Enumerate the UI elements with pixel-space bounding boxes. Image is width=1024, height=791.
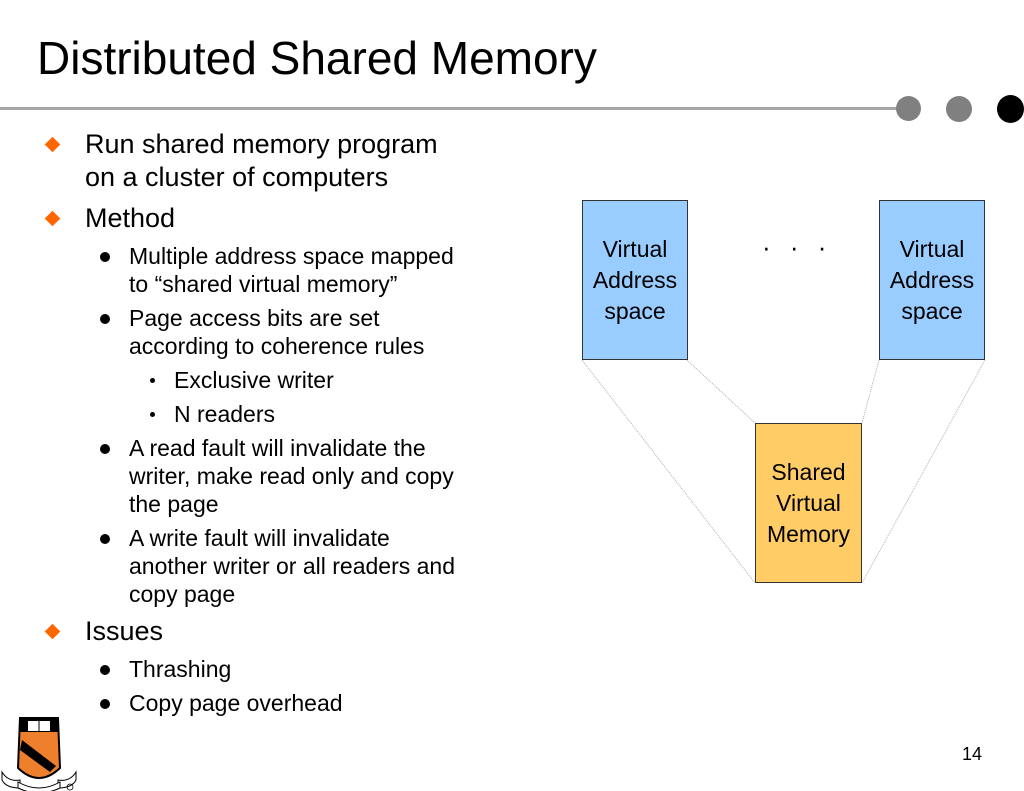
bullet-level1: Issues [44,615,163,648]
bullet-level2: Multiple address space mapped to “shared… [100,242,509,298]
bullet-level2: Copy page overhead [100,689,509,717]
bullet-level2: Page access bits are set according to co… [100,304,509,360]
dot-bullet-icon [100,534,110,544]
shared-virtual-memory-box: Shared Virtual Memory [755,423,862,583]
virtual-address-space-box-right: Virtual Address space [879,200,985,360]
decor-dot-1 [896,96,921,121]
bullet-level1: Method [44,202,175,235]
connector-line [861,359,880,424]
title-divider [0,107,905,110]
decor-dot-3 [997,95,1024,123]
small-dot-bullet-icon [150,412,155,417]
connector-line [686,359,756,424]
bullet-level2: A read fault will invalidate the writer,… [100,434,509,518]
decor-dot-2 [946,96,972,122]
dot-bullet-icon [100,699,110,709]
slide-title: Distributed Shared Memory [37,32,597,84]
princeton-shield-icon [1,717,77,791]
bullet-level2: Thrashing [100,655,509,683]
connector-line [861,359,986,584]
dot-bullet-icon [100,252,110,262]
bullet-level3: Exclusive writer [150,366,334,394]
bullet-level2: A write fault will invalidate another wr… [100,524,509,608]
bullet-level3: N readers [150,400,275,428]
small-dot-bullet-icon [150,378,155,383]
dot-bullet-icon [100,314,110,324]
ellipsis-label: · · · [762,232,833,262]
bullet-level1: Run shared memory program on a cluster o… [44,128,438,194]
page-number: 14 [962,744,983,764]
connector-line [581,359,756,584]
dot-bullet-icon [100,444,110,454]
virtual-address-space-box-left: Virtual Address space [582,200,688,360]
bullet-list: Run shared memory program on a cluster o… [44,128,509,717]
dot-bullet-icon [100,665,110,675]
